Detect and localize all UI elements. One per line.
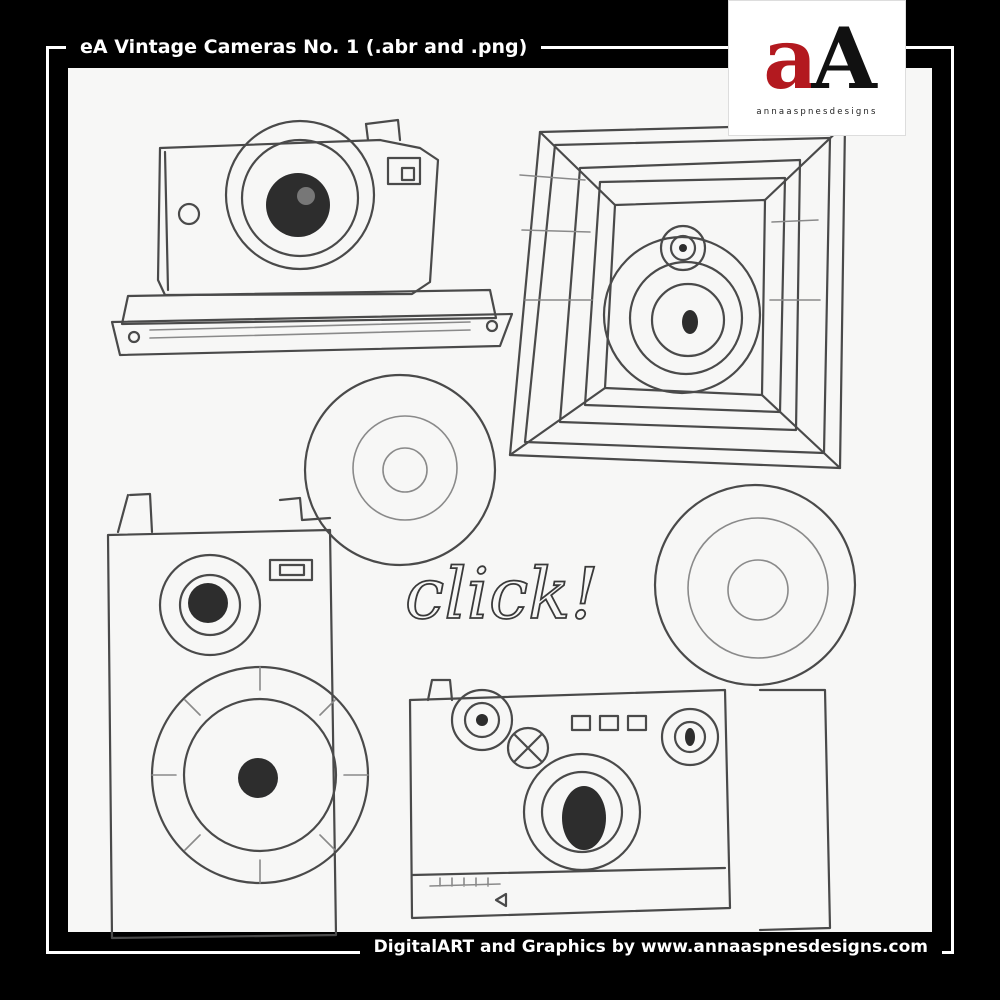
logo-monogram: aA <box>729 9 905 109</box>
credit-line: DigitalART and Graphics by www.annaaspne… <box>359 932 942 962</box>
flash-camera-sketch <box>106 373 497 940</box>
logo-letter-A: A <box>811 9 877 108</box>
rangefinder-camera-sketch <box>408 678 732 920</box>
product-title: eA Vintage Cameras No. 1 (.abr and .png) <box>66 32 542 62</box>
flash-reflector-sketch <box>653 483 857 932</box>
logo-letter-a: a <box>763 9 817 108</box>
logo-wordmark: annaaspnesdesigns <box>756 107 878 117</box>
instant-camera-sketch <box>110 118 514 357</box>
sketch-word-click: click! <box>405 553 599 635</box>
box-camera-sketch <box>508 122 847 470</box>
sketch-paper <box>68 68 932 932</box>
brand-logo: aA annaaspnesdesigns <box>728 0 906 136</box>
